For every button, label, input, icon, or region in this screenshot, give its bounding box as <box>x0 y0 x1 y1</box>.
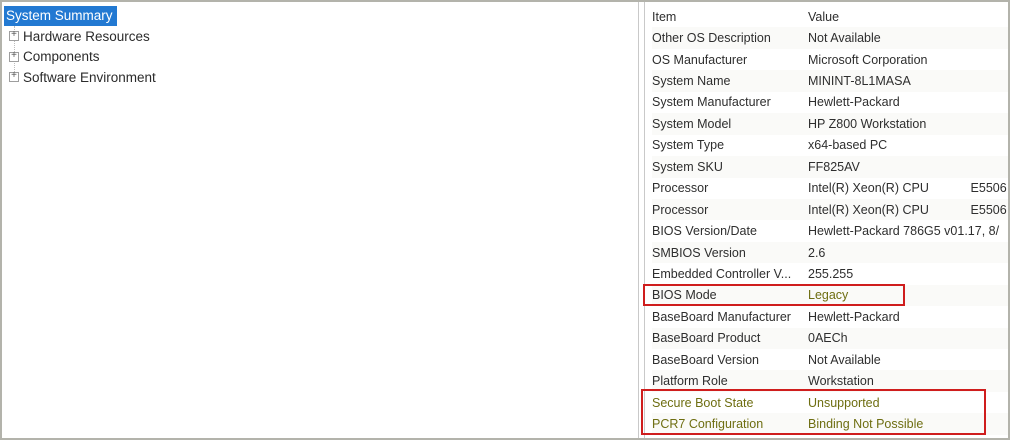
selected-tree-label[interactable]: System Summary <box>4 5 117 26</box>
tree-item-label: Software Environment <box>23 69 156 85</box>
item-cell: Embedded Controller V... <box>652 266 792 281</box>
tree-item-components[interactable]: + Components <box>2 47 638 68</box>
table-row-system-manufacturer[interactable]: System Manufacturer Hewlett-Packard <box>652 92 1008 113</box>
tree-item-label: Hardware Resources <box>23 28 150 44</box>
value-cell: 255.255 <box>808 266 854 281</box>
table-row-bios-version-date[interactable]: BIOS Version/Date Hewlett-Packard 786G5 … <box>652 220 1008 241</box>
plus-glyph: + <box>10 71 17 83</box>
table-row-system-sku[interactable]: System SKU FF825AV <box>652 156 1008 178</box>
table-row-system-type[interactable]: System Type x64-based PC <box>652 135 1008 156</box>
item-cell: Platform Role <box>652 374 728 389</box>
value-cell: Not Available <box>808 31 881 46</box>
table-row-secure-boot-state[interactable]: Secure Boot State Unsupported <box>652 392 1008 413</box>
value-cell: Intel(R) Xeon(R) CPU E5506 <box>808 181 1007 196</box>
item-cell: Secure Boot State <box>652 395 754 410</box>
value-cell: x64-based PC <box>808 138 888 153</box>
list-header-row: Item Value <box>652 6 1008 27</box>
value-cell: Microsoft Corporation <box>808 52 928 67</box>
details-list-pane: Item Value Other OS Description Not Avai… <box>644 2 1008 438</box>
tree-item-software-environment[interactable]: + Software Environment <box>2 67 638 88</box>
value-cell: Hewlett-Packard <box>808 309 900 324</box>
table-row-processor-2[interactable]: Processor Intel(R) Xeon(R) CPU E5506 <box>652 198 1008 221</box>
item-cell: System Model <box>652 116 732 131</box>
value-cell: Hewlett-Packard 786G5 v01.17, 8/ <box>808 224 1000 239</box>
tree-item-label: Components <box>23 49 100 65</box>
item-cell: System Manufacturer <box>652 95 771 110</box>
table-row-bios-mode[interactable]: BIOS Mode Legacy <box>652 284 1008 307</box>
item-cell: System Type <box>652 138 725 153</box>
value-cell: Not Available <box>808 352 881 367</box>
value-cell: MININT-8L1MASA <box>808 74 911 89</box>
item-cell: BaseBoard Manufacturer <box>652 309 791 324</box>
item-cell: BIOS Mode <box>652 288 717 303</box>
value-cell: Unsupported <box>808 395 880 410</box>
column-header-value[interactable]: Value <box>808 9 840 24</box>
column-header-item[interactable]: Item <box>652 9 677 24</box>
value-cell: Binding Not Possible <box>808 417 924 432</box>
value-cell: 0AECh <box>808 331 848 346</box>
table-row-baseboard-manufacturer[interactable]: BaseBoard Manufacturer Hewlett-Packard <box>652 306 1008 327</box>
item-cell: SMBIOS Version <box>652 245 746 260</box>
value-cell: Legacy <box>808 288 849 303</box>
table-row-baseboard-product[interactable]: BaseBoard Product 0AECh <box>652 327 1008 349</box>
item-cell: Processor <box>652 181 709 196</box>
value-cell: FF825AV <box>808 159 860 174</box>
expand-plus-icon[interactable]: + <box>9 50 19 62</box>
item-cell: System SKU <box>652 159 723 174</box>
table-row-other-os-description[interactable]: Other OS Description Not Available <box>652 27 1008 49</box>
table-row-processor-1[interactable]: Processor Intel(R) Xeon(R) CPU E5506 <box>652 178 1008 199</box>
table-row-baseboard-version[interactable]: BaseBoard Version Not Available <box>652 349 1008 370</box>
item-cell: BaseBoard Version <box>652 352 760 367</box>
item-cell: System Name <box>652 74 731 89</box>
item-cell: OS Manufacturer <box>652 52 748 67</box>
category-tree-pane: System Summary + Hardware Resources + Co… <box>2 2 639 438</box>
table-row-system-model[interactable]: System Model HP Z800 Workstation <box>652 113 1008 135</box>
value-cell: Intel(R) Xeon(R) CPU E5506 <box>808 202 1007 217</box>
tree-item-hardware-resources[interactable]: + Hardware Resources <box>2 26 638 47</box>
item-cell: PCR7 Configuration <box>652 417 764 432</box>
tree-item-system-summary[interactable]: System Summary <box>2 5 638 26</box>
value-cell: Workstation <box>808 374 874 389</box>
table-row-system-name[interactable]: System Name MININT-8L1MASA <box>652 70 1008 92</box>
value-cell: HP Z800 Workstation <box>808 116 927 131</box>
item-cell: Processor <box>652 202 709 217</box>
value-cell: 2.6 <box>808 245 826 260</box>
expand-plus-icon[interactable]: + <box>9 30 19 42</box>
table-row-platform-role[interactable]: Platform Role Workstation <box>652 370 1008 392</box>
item-cell: Other OS Description <box>652 31 771 46</box>
plus-glyph: + <box>10 50 17 62</box>
table-row-pcr7-configuration[interactable]: PCR7 Configuration Binding Not Possible <box>652 413 1008 435</box>
plus-glyph: + <box>10 30 17 42</box>
item-cell: BaseBoard Product <box>652 331 761 346</box>
expand-plus-icon[interactable]: + <box>9 71 19 83</box>
table-row-os-manufacturer[interactable]: OS Manufacturer Microsoft Corporation <box>652 49 1008 70</box>
item-cell: BIOS Version/Date <box>652 224 757 239</box>
table-row-embedded-controller-version[interactable]: Embedded Controller V... 255.255 <box>652 263 1008 284</box>
value-cell: Hewlett-Packard <box>808 95 900 110</box>
table-row-smbios-version[interactable]: SMBIOS Version 2.6 <box>652 241 1008 264</box>
